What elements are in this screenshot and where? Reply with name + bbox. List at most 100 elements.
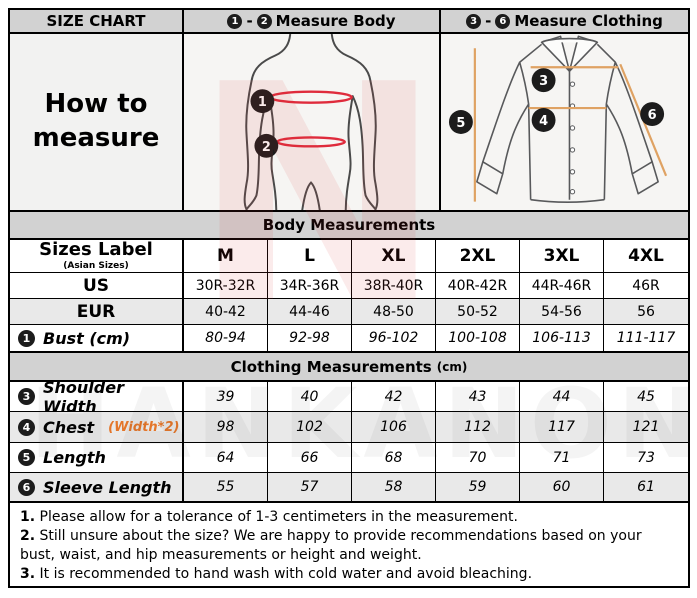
shoulder-width-label: Shoulder Width [43, 377, 124, 416]
shoulder-value: 43 [436, 382, 520, 411]
circled-3-icon: 3 [466, 13, 482, 29]
length-row: 5 Length 64 66 68 70 71 73 [10, 443, 688, 473]
note-1: 1. Please allow for a tolerance of 1-3 c… [20, 508, 678, 527]
svg-text:5: 5 [456, 116, 465, 131]
eur-value: 48-50 [352, 299, 436, 324]
range-dash: - [246, 12, 253, 30]
svg-text:3: 3 [539, 74, 548, 89]
bust-row: 1 Bust (cm) 80-94 92-98 96-102 100-108 1… [10, 325, 688, 353]
chest-value: 112 [436, 412, 520, 442]
svg-text:4: 4 [539, 114, 548, 129]
size-chart-title: SIZE CHART [10, 10, 184, 32]
length-value: 64 [184, 443, 268, 472]
bust-value: 80-94 [184, 325, 268, 351]
us-row-label: US [82, 275, 110, 296]
measure-clothing-header: 3-6 Measure Clothing [441, 10, 688, 32]
shoulder-value: 42 [352, 382, 436, 411]
measure-clothing-label: Measure Clothing [514, 12, 663, 30]
how-to-line2: measure [32, 123, 160, 153]
body-figure: 1 2 [243, 34, 379, 210]
chest-width-note: (Width*2) [108, 419, 180, 435]
sleeve-value: 55 [184, 473, 268, 501]
shoulder-width-row: 3 Shoulder Width 39 40 42 43 44 45 [10, 378, 688, 416]
eur-value: 40-42 [184, 299, 268, 324]
chest-value: 102 [268, 412, 352, 442]
clothing-point-4: 4 [531, 108, 556, 132]
sleeve-value: 60 [520, 473, 604, 501]
size-col-m: M [184, 240, 268, 272]
chest-value: 117 [520, 412, 604, 442]
waist-measure-line [276, 136, 346, 148]
circled-3-icon: 3 [18, 388, 35, 405]
svg-text:1: 1 [258, 95, 267, 110]
circled-1-icon: 1 [227, 13, 243, 29]
note-1-text: Please allow for a tolerance of 1-3 cent… [39, 509, 518, 525]
circled-6-icon: 6 [495, 13, 511, 29]
length-value: 70 [436, 443, 520, 472]
asian-sizes-subtext: (Asian Sizes) [63, 261, 129, 271]
circled-1-icon: 1 [18, 329, 35, 347]
sleeve-value: 57 [268, 473, 352, 501]
clothing-measurements-header: Clothing Measurements (cm) [10, 353, 688, 382]
top-header-row: SIZE CHART 1-2 Measure Body 3-6 Measure … [10, 10, 688, 34]
us-value: 44R-46R [520, 273, 604, 298]
shoulder-value: 44 [520, 382, 604, 411]
clothing-point-3: 3 [531, 68, 556, 93]
body-figure-cell: 1 2 [184, 34, 441, 210]
bust-row-label: Bust (cm) [43, 328, 131, 348]
length-value: 73 [637, 449, 655, 466]
svg-text:6: 6 [648, 108, 657, 123]
sleeve-value: 59 [436, 473, 520, 501]
chest-value: 121 [632, 419, 660, 435]
length-value: 71 [520, 443, 604, 472]
us-value: 30R-32R [184, 273, 268, 298]
range-dash: - [485, 12, 492, 30]
size-col-2xl: 2XL [436, 240, 520, 272]
us-value: 34R-36R [268, 273, 352, 298]
eur-value: 56 [637, 303, 655, 320]
eur-sizes-row: EUR 40-42 44-46 48-50 50-52 54-56 56 [10, 299, 688, 325]
circled-6-icon: 6 [18, 478, 35, 496]
chest-label: Chest [43, 417, 95, 437]
size-col-xl: XL [352, 240, 436, 272]
sleeve-value: 61 [637, 479, 655, 495]
sizes-label-header: Sizes Label (Asian Sizes) [10, 240, 184, 272]
note-3-number: 3. [20, 566, 36, 582]
chest-value: 106 [352, 412, 436, 442]
size-col-l: L [268, 240, 352, 272]
length-value: 68 [352, 443, 436, 472]
clothing-measurements-title: Clothing Measurements [230, 357, 432, 376]
shoulder-value: 45 [637, 388, 655, 405]
measure-body-label: Measure Body [275, 12, 396, 30]
note-2: 2. Still unsure about the size? We are h… [20, 527, 678, 565]
note-3: 3. It is recommended to hand wash with c… [20, 565, 678, 584]
measure-body-header: 1-2 Measure Body [184, 10, 441, 32]
length-label: Length [43, 448, 106, 467]
body-point-1: 1 [250, 89, 275, 114]
size-col-4xl: 4XL [628, 246, 664, 266]
circled-5-icon: 5 [18, 449, 35, 466]
clothing-point-6: 6 [640, 102, 665, 126]
us-sizes-row: US 30R-32R 34R-36R 38R-40R 40R-42R 44R-4… [10, 273, 688, 299]
bust-value: 100-108 [436, 325, 520, 351]
how-to-measure-label: How to measure [10, 34, 184, 210]
eur-value: 50-52 [436, 299, 520, 324]
us-value: 46R [632, 277, 660, 294]
sizes-header-row: Sizes Label (Asian Sizes) M L XL 2XL 3XL… [10, 240, 688, 273]
sleeve-length-row: 6 Sleeve Length 55 57 58 59 60 61 [10, 473, 688, 503]
circled-4-icon: 4 [18, 418, 35, 436]
note-2-text: Still unsure about the size? We are happ… [20, 528, 642, 563]
circled-2-icon: 2 [256, 13, 272, 29]
clothing-figure-cell: 3 4 5 6 [441, 34, 688, 210]
body-point-2: 2 [254, 133, 279, 158]
clothing-figure: 3 4 5 6 [448, 35, 668, 203]
size-col-3xl: 3XL [520, 240, 604, 272]
note-1-number: 1. [20, 509, 36, 525]
body-measurements-header: Body Measurements [10, 212, 688, 240]
bust-value: 111-117 [616, 330, 676, 346]
length-value: 66 [268, 443, 352, 472]
clothing-measurements-unit: (cm) [436, 359, 468, 374]
eur-row-label: EUR [76, 301, 116, 322]
how-to-line1: How to [44, 89, 148, 120]
size-chart-table: SIZE CHART 1-2 Measure Body 3-6 Measure … [8, 8, 690, 588]
